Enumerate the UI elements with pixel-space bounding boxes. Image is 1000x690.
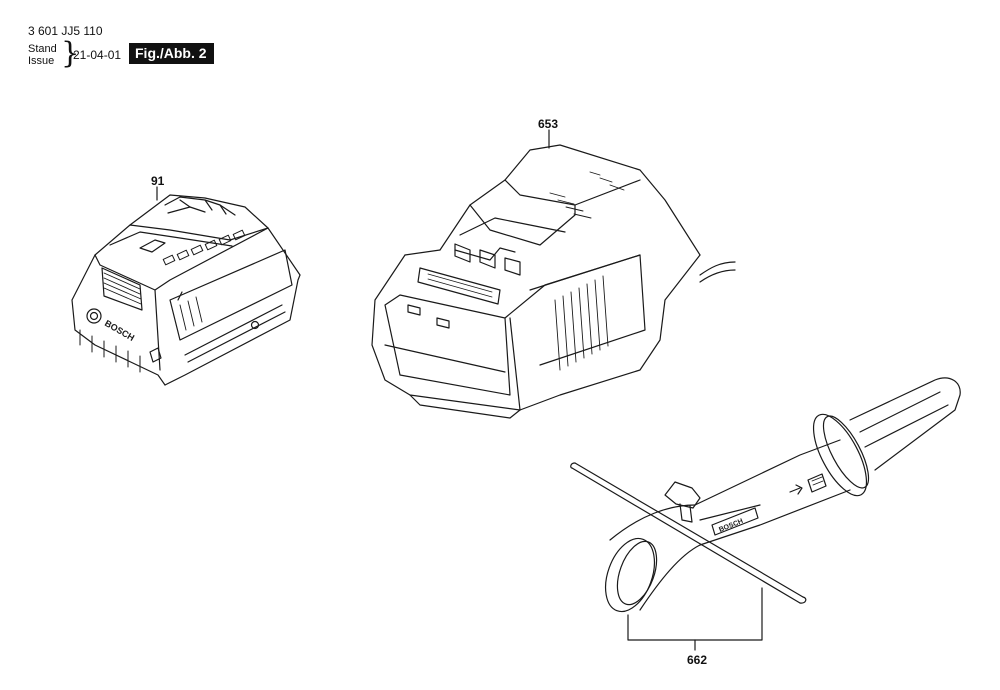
part-number-662: 662	[687, 653, 708, 667]
brace-symbol: }	[61, 36, 80, 70]
part-number-653: 653	[538, 117, 559, 131]
battery-charger-icon	[372, 130, 735, 418]
issue-date: 21-04-01	[73, 48, 122, 62]
part-number-91: 91	[151, 174, 165, 188]
handle-leader-bracket	[628, 588, 762, 640]
brand-text: BOSCH	[103, 318, 136, 343]
issue-label: Issue	[28, 55, 55, 67]
auxiliary-handle-icon: BOSCH	[571, 378, 960, 650]
figure-badge: Fig./Abb. 2	[129, 43, 214, 64]
stand-label: Stand	[28, 43, 57, 55]
document-number: 3 601 JJ5 110	[28, 24, 103, 38]
bosch-logo-icon	[87, 309, 101, 323]
battery-pack-icon: BOSCH	[72, 187, 300, 385]
